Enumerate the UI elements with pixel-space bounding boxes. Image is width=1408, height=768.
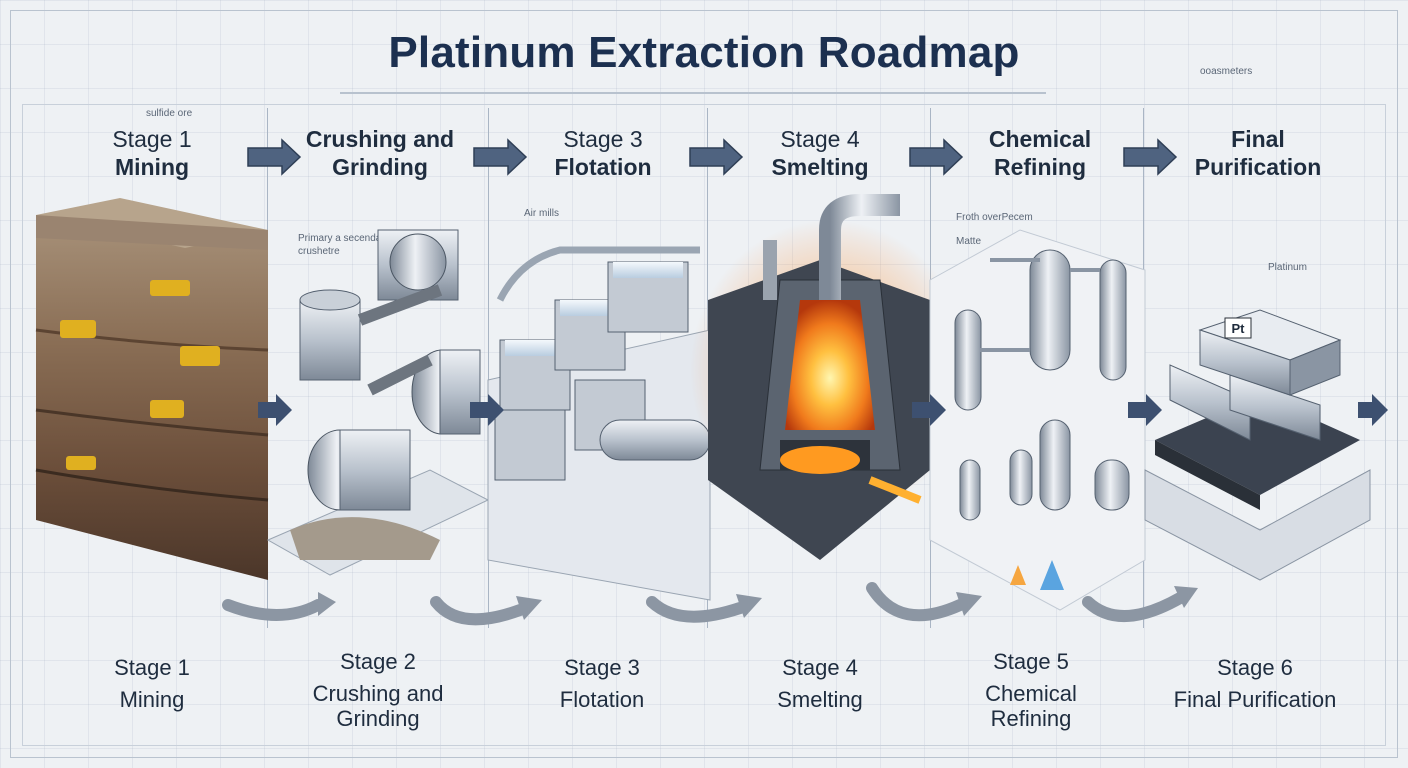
note-froth: Froth overPecem: [956, 212, 1033, 223]
header-stage-number: Stage 3: [563, 126, 643, 152]
note-crusher: crushetre: [298, 246, 340, 257]
header-stage-name: Flotation: [554, 154, 652, 180]
note-top-right: ooasmeters: [1200, 66, 1253, 77]
arrow-right-icon: [258, 394, 292, 426]
header-stage-3: Stage 3 Flotation: [503, 125, 703, 181]
note-sulfide-ore: sulfide ore: [146, 108, 193, 119]
header-stage-4: Stage 4 Smelting: [720, 125, 920, 181]
curved-arrow-icon: [866, 582, 966, 622]
arrow-right-icon: [1123, 138, 1178, 176]
footer-stage-4: Stage 4 Smelting: [705, 655, 935, 712]
header-stage-1: Stage 1 Mining: [52, 125, 252, 181]
arrow-right-icon: [473, 138, 528, 176]
arrow-right-icon: [912, 394, 946, 426]
arrow-right-icon: [247, 138, 302, 176]
header-stage-5: Chemical Refining: [940, 125, 1140, 181]
arrow-right-icon: [909, 138, 964, 176]
header-stage-name: Crushing and Grinding: [305, 126, 455, 180]
crusher-machinery: [266, 229, 490, 576]
footer-stage-2: Stage 2 Crushing and Grinding: [263, 649, 493, 731]
footer-stage-number: Stage 4: [782, 655, 858, 680]
header-stage-2: Crushing and Grinding: [280, 125, 480, 181]
footer-stage-name: Smelting: [777, 687, 863, 712]
header-stage-name: Final Purification: [1194, 126, 1322, 180]
curved-arrow-icon: [222, 599, 324, 621]
header-flow-arrows: [247, 138, 1178, 176]
curved-arrow-icon: [1082, 592, 1186, 623]
platinum-ingot-stack: Pt: [1144, 309, 1371, 581]
footer-stage-name: Crushing and Grinding: [312, 681, 444, 731]
footer-stage-number: Stage 2: [340, 649, 416, 674]
header-stage-number: Stage 1: [112, 126, 192, 152]
note-matte: Matte: [956, 236, 982, 247]
footer-stage-number: Stage 1: [114, 655, 190, 680]
ingot-symbol: Pt: [1232, 321, 1246, 336]
note-air-mills: Air mills: [524, 208, 559, 219]
header-stage-6: Final Purification: [1158, 125, 1358, 181]
footer-stage-name: Chemical Refining: [985, 681, 1077, 731]
footer-stage-3: Stage 3 Flotation: [487, 655, 717, 712]
footer-stage-6: Stage 6 Final Purification: [1140, 655, 1370, 712]
arrow-right-icon: [470, 394, 504, 426]
title-underline: [340, 92, 1046, 94]
footer-stage-number: Stage 3: [564, 655, 640, 680]
footer-stage-name: Flotation: [559, 687, 645, 712]
smelting-furnace: [690, 194, 970, 560]
pipe-connectors: [222, 582, 1186, 626]
inner-frame: [22, 104, 1386, 746]
header-stage-name: Smelting: [771, 154, 869, 180]
footer-stage-number: Stage 5: [993, 649, 1069, 674]
header-stage-name: Chemical Refining: [988, 126, 1092, 180]
footer-stage-name: Mining: [119, 687, 185, 712]
arrow-right-icon: [1128, 394, 1162, 426]
note-primary-secondary: Primary a secendary: [298, 233, 390, 244]
mid-flow-arrows: [258, 394, 1388, 426]
header-stage-name: Mining: [114, 154, 190, 180]
footer-stage-number: Stage 6: [1217, 655, 1293, 680]
curved-arrow-icon: [646, 596, 746, 623]
arrow-right-icon: [689, 138, 744, 176]
stage-divider: [488, 108, 489, 628]
curved-arrow-icon: [430, 596, 526, 626]
footer-stage-1: Stage 1 Mining: [37, 655, 267, 712]
footer-stage-name: Final Purification: [1173, 687, 1337, 712]
header-stage-number: Stage 4: [780, 126, 860, 152]
arrow-right-icon: [1358, 394, 1388, 426]
refining-plant: [929, 229, 1146, 611]
mining-pit-block: [35, 198, 269, 580]
footer-stage-5: Stage 5 Chemical Refining: [916, 649, 1146, 731]
outer-frame: [10, 10, 1398, 758]
note-platinum: Platinum: [1268, 262, 1307, 273]
flotation-cells: [487, 246, 711, 601]
page-title: Platinum Extraction Roadmap: [388, 28, 1020, 77]
pipe-arrowheads: [318, 586, 1198, 620]
